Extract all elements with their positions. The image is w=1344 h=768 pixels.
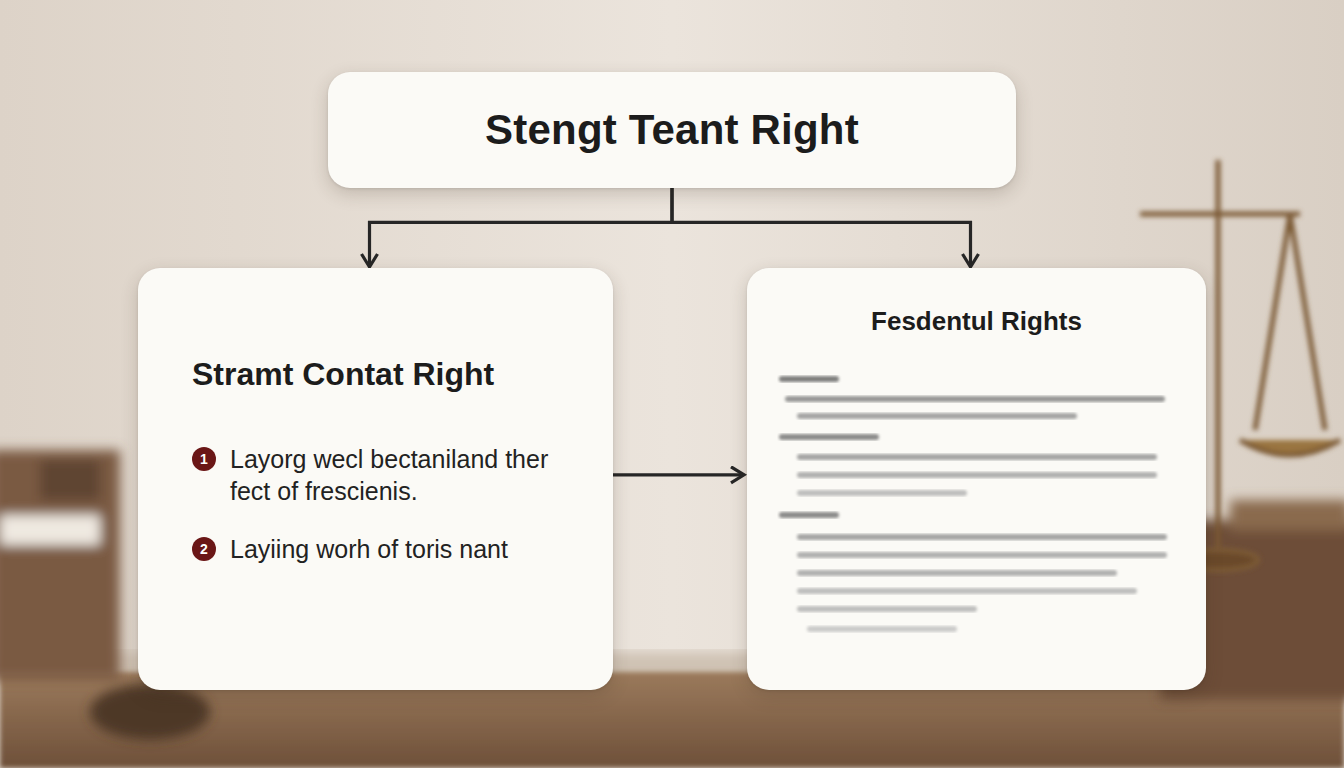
connector-arrow	[370, 188, 673, 266]
box-heading: Fesdentul Rights	[771, 306, 1182, 337]
box-heading: Stramt Contat Right	[192, 356, 583, 393]
document-box: Fesdentul Rights	[747, 268, 1206, 690]
connector-arrow	[613, 473, 743, 476]
callout-number: 2	[192, 537, 216, 561]
title-box: Stengt Teant Right	[328, 72, 1016, 188]
callout-number: 1	[192, 447, 216, 471]
title-text: Stengt Teant Right	[485, 106, 859, 154]
item-text: Layiing worh of toris nant	[230, 533, 575, 565]
item-text: Layorg wecl bectaniland ther fect of fre…	[230, 443, 575, 507]
list-item: 1 Layorg wecl bectaniland ther fect of fr…	[192, 443, 583, 507]
blurred-text-lines	[777, 368, 1177, 648]
process-box: Stramt Contat Right 1 Layorg wecl bectanil…	[138, 268, 613, 690]
connector-arrow	[672, 188, 971, 266]
list-item: 2 Layiing worh of toris nant	[192, 533, 583, 565]
